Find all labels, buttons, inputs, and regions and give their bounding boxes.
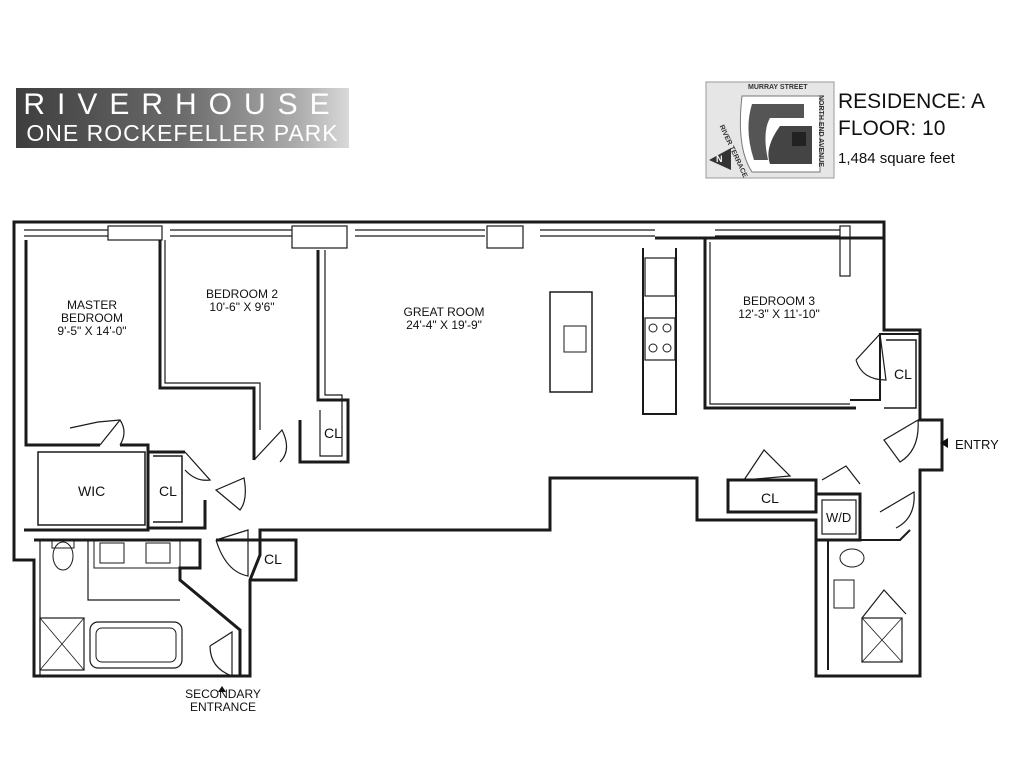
hall-closet-wall [216, 538, 298, 582]
bedroom2-east-wall [298, 250, 350, 464]
bedroom3-wall [655, 236, 884, 410]
entry-label: ENTRY [955, 437, 999, 452]
bedroom-2-closet-label: CL [324, 425, 342, 441]
master-bath [34, 538, 242, 676]
secondary-entrance-line-1: SECONDARY [185, 687, 261, 701]
hall-closet-label: CL [264, 551, 282, 567]
master-bedroom-name-2: BEDROOM [60, 311, 123, 325]
master-bedroom-wall [158, 240, 256, 460]
bedroom-3-name: BEDROOM 3 [742, 294, 815, 308]
bedroom-2-dims: 10'-6" X 9'6" [209, 300, 275, 314]
residence-title: RESIDENCE: A [838, 90, 986, 113]
secondary-entrance-arrow-icon [218, 686, 226, 692]
bedroom-2-label: BEDROOM 2 10'-6" X 9'6" [190, 288, 294, 314]
bedroom-2-name: BEDROOM 2 [205, 287, 278, 301]
window-strips [24, 225, 851, 277]
bedroom-3-label: BEDROOM 3 12'-3" X 11'-10" [724, 295, 834, 321]
center-closet-label: CL [761, 490, 779, 506]
master-bedroom-label: MASTER BEDROOM 9'-5" X 14'-0" [52, 299, 132, 338]
master-bedroom-name: MASTER [66, 298, 117, 312]
floor-title: FLOOR: 10 [838, 117, 946, 140]
murray-street-label: MURRAY STREET [748, 84, 808, 91]
riverhouse-logo: RIVERHOUSE ONE ROCKEFELLER PARK [16, 88, 349, 148]
kitchen-counter [642, 248, 677, 415]
exterior-wall [12, 220, 944, 678]
center-closet-wall [726, 478, 818, 514]
area-text: 1,484 square feet [838, 150, 955, 167]
wic-label: WIC [78, 483, 106, 499]
bedroom-3-dims: 12'-3" X 11'-10" [738, 307, 820, 321]
entry-arrow-icon [940, 438, 948, 448]
great-room-label: GREAT ROOM 24'-4" X 19'-9" [392, 306, 496, 332]
door-swings [69, 332, 919, 677]
master-closets-wall [24, 240, 100, 447]
north-arrow-icon: N [716, 154, 723, 164]
secondary-entrance-line-2: ENTRANCE [189, 700, 256, 714]
logo-line-2: ONE ROCKEFELLER PARK [26, 120, 339, 146]
great-room-dims: 24'-4" X 19'-9" [406, 318, 482, 332]
logo-line-1: RIVERHOUSE [23, 88, 342, 121]
great-room-name: GREAT ROOM [403, 305, 485, 319]
secondary-entrance-label: SECONDARY ENTRANCE [176, 688, 270, 714]
master-bedroom-dims: 9'-5" X 14'-0" [57, 324, 127, 338]
washer-dryer-label: W/D [826, 510, 852, 525]
bedroom-3-closet-label: CL [894, 366, 912, 382]
master-closet-label: CL [159, 483, 177, 499]
